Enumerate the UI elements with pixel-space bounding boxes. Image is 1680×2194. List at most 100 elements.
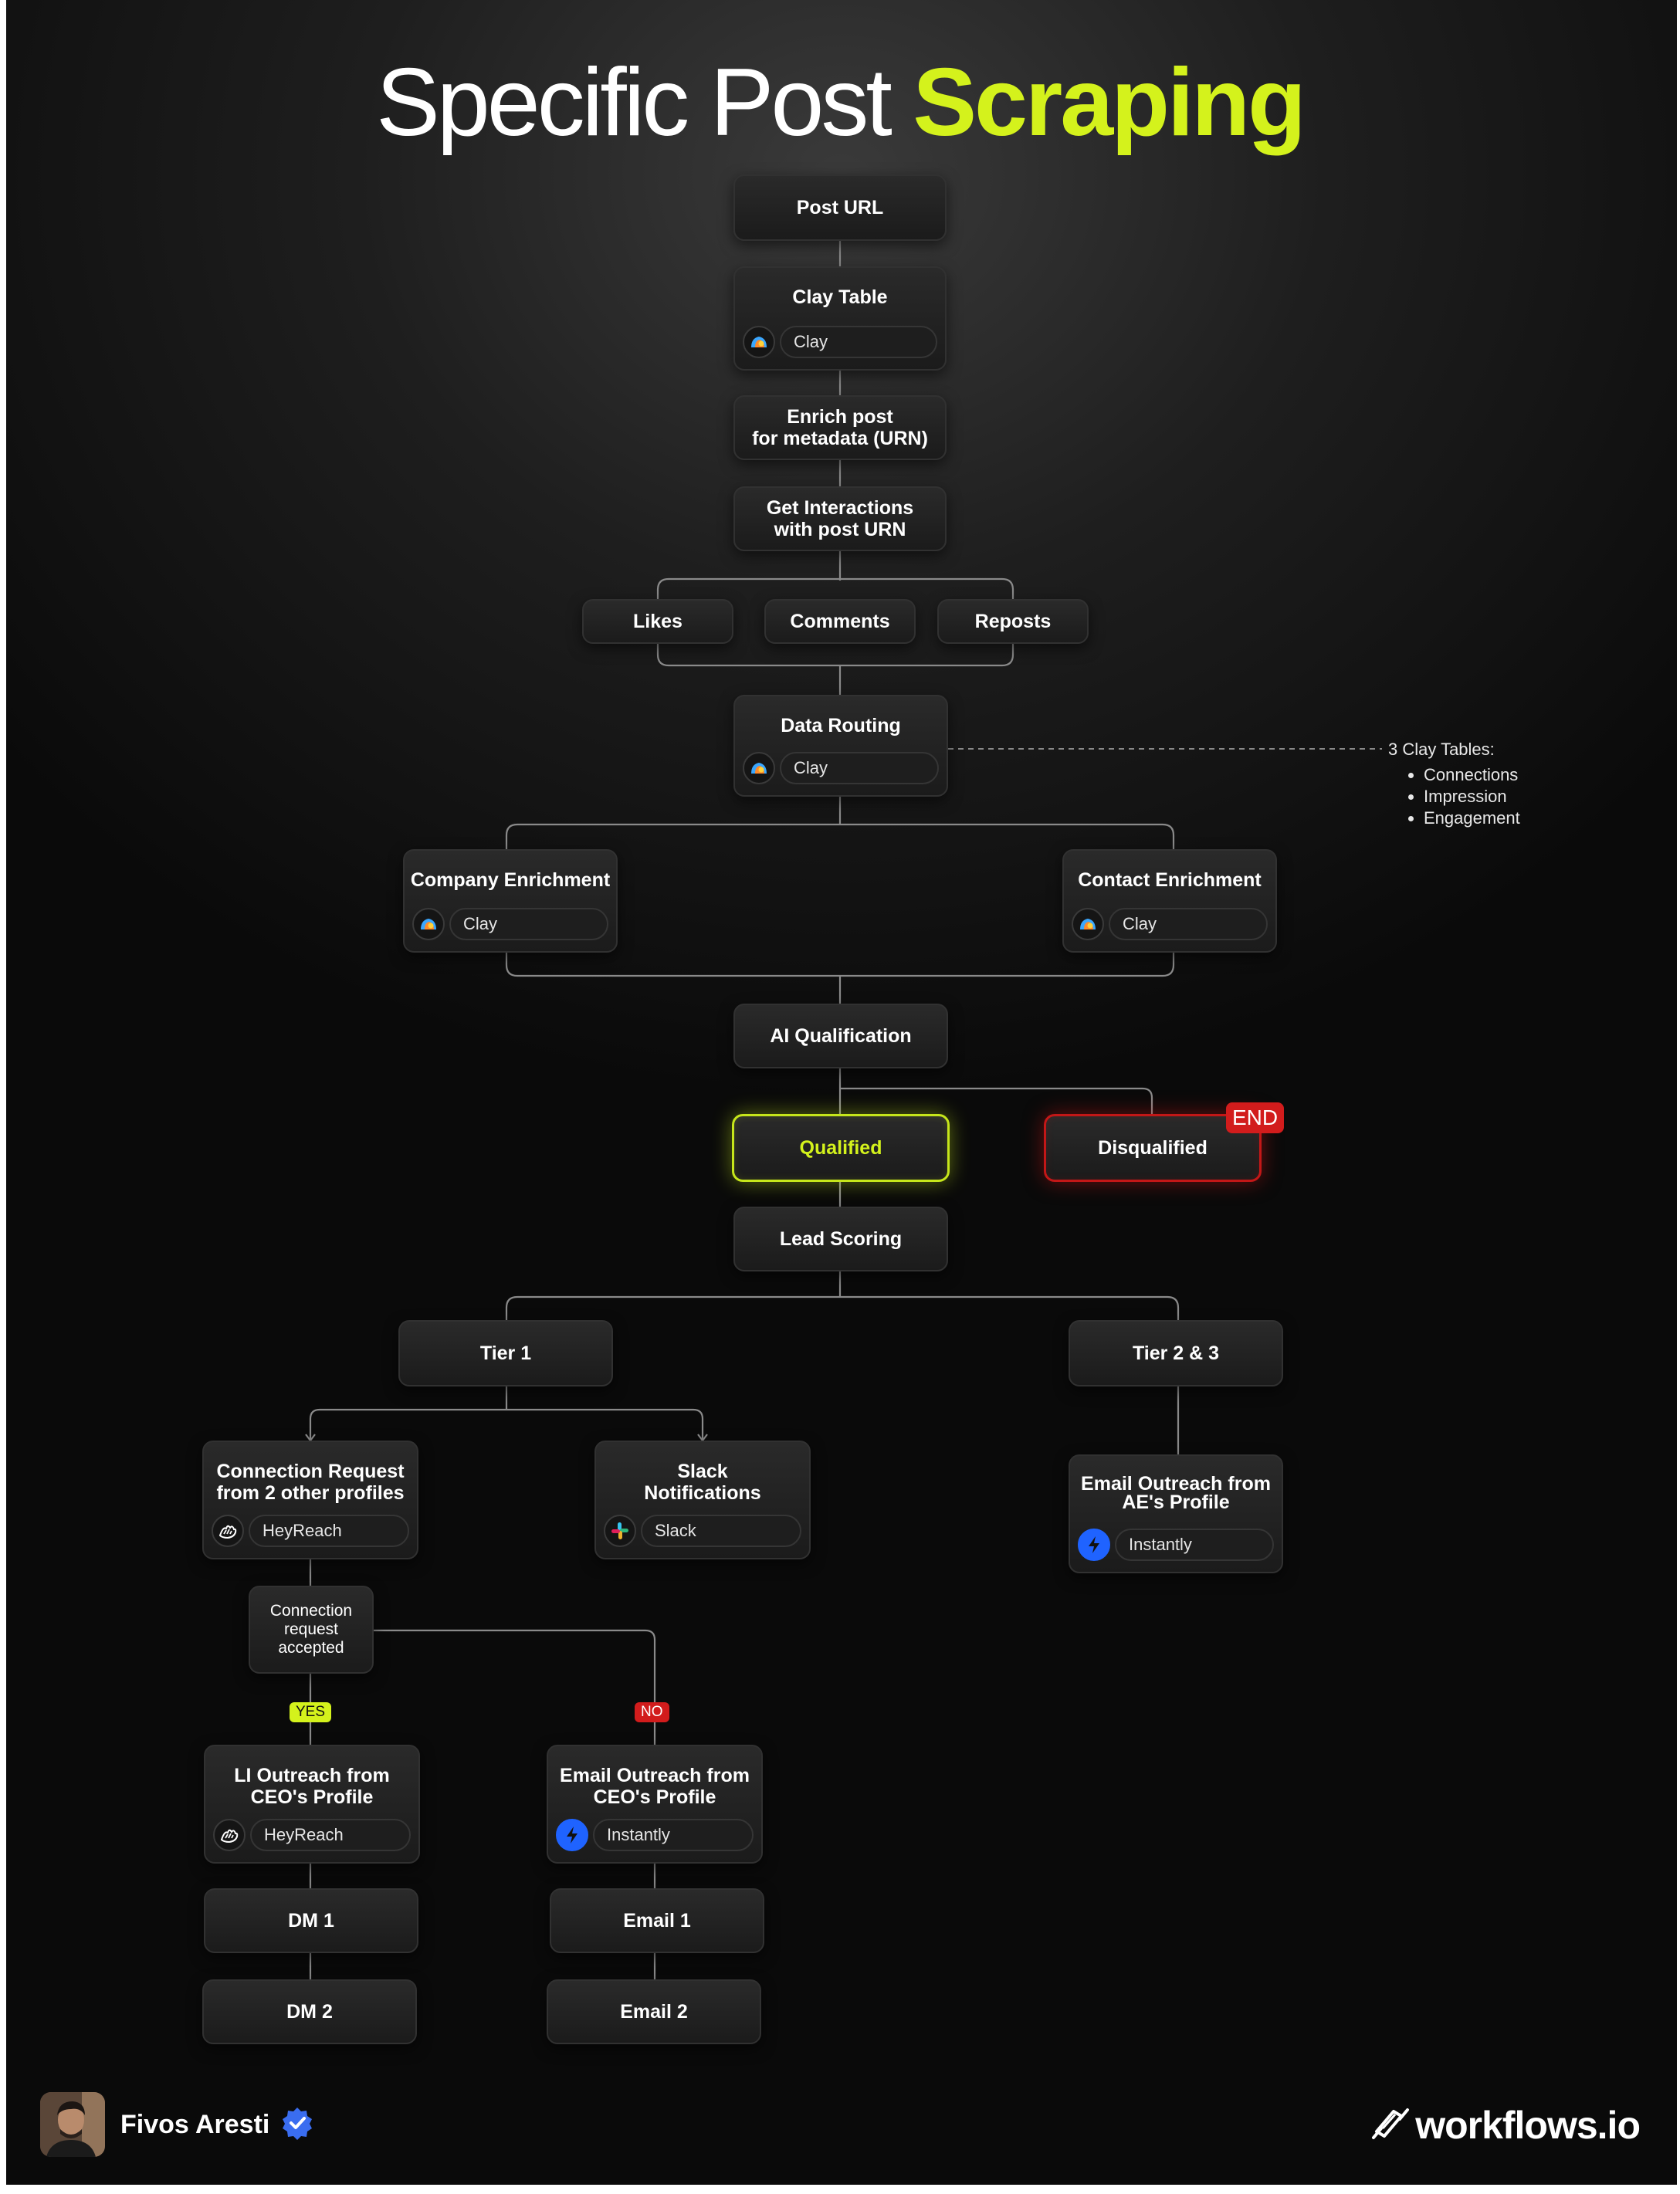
clay-tables-note: 3 Clay Tables: Connections Impression En… xyxy=(1388,738,1520,829)
tool-name: Clay xyxy=(780,326,937,358)
slack-logo-icon xyxy=(604,1515,636,1547)
node-email-2[interactable]: Email 2 xyxy=(547,1979,761,2044)
tool-chip: Clay xyxy=(412,906,608,942)
node-email-outreach-ceo[interactable]: Email Outreach from CEO's Profile Instan… xyxy=(547,1745,763,1864)
tool-name: Clay xyxy=(780,752,939,784)
tool-chip: Clay xyxy=(1072,906,1268,942)
edge-tier-bracket xyxy=(506,1297,1178,1320)
edge-enrichment-bracket-bottom xyxy=(506,953,1174,976)
edge-ai-disqualified xyxy=(840,1089,1152,1114)
node-label: Connection request accepted xyxy=(270,1602,352,1657)
node-label: Enrich post for metadata (URN) xyxy=(752,406,928,449)
heyreach-logo-icon xyxy=(213,1819,246,1851)
edge-interactions-bracket-top xyxy=(658,579,1013,599)
note-item: Connections xyxy=(1424,764,1520,786)
no-tag: NO xyxy=(635,1702,669,1722)
node-post-url[interactable]: Post URL xyxy=(733,174,947,241)
node-label: Tier 1 xyxy=(480,1342,531,1364)
node-contact-enrichment[interactable]: Contact Enrichment Clay xyxy=(1062,849,1277,953)
tool-chip: Instantly xyxy=(1078,1527,1274,1563)
brand-block: workflows.io xyxy=(1370,2098,1640,2152)
yes-tag: YES xyxy=(290,1702,331,1722)
page-title: Specific Post Scraping xyxy=(0,48,1680,157)
instantly-logo-icon xyxy=(1078,1529,1110,1561)
node-label: Slack Notifications xyxy=(596,1461,809,1504)
node-comments[interactable]: Comments xyxy=(764,599,916,644)
node-label: Disqualified xyxy=(1098,1137,1208,1159)
title-part-2: Scraping xyxy=(913,49,1304,156)
tool-name: Instantly xyxy=(1115,1529,1274,1561)
edge-interactions-bracket-bottom xyxy=(658,644,1013,665)
tool-name: Instantly xyxy=(593,1819,754,1851)
node-email-outreach-ae[interactable]: Email Outreach from AE's Profile Instant… xyxy=(1069,1454,1283,1573)
node-connection-request[interactable]: Connection Request from 2 other profiles… xyxy=(202,1441,418,1559)
node-tier-2-3[interactable]: Tier 2 & 3 xyxy=(1069,1320,1283,1386)
node-label: Email Outreach from AE's Profile xyxy=(1070,1475,1282,1512)
node-ai-qualification[interactable]: AI Qualification xyxy=(733,1004,948,1068)
node-label: Lead Scoring xyxy=(780,1228,902,1250)
brand-name: workflows.io xyxy=(1415,2103,1640,2148)
tool-chip: Clay xyxy=(743,750,939,786)
verified-badge-icon xyxy=(280,2106,314,2144)
node-enrich-post[interactable]: Enrich post for metadata (URN) xyxy=(733,395,947,460)
node-label: Reposts xyxy=(975,611,1052,632)
tool-name: HeyReach xyxy=(249,1515,409,1547)
node-label: Connection Request from 2 other profiles xyxy=(204,1461,417,1504)
node-label: Email 1 xyxy=(623,1910,691,1932)
node-label: Data Routing xyxy=(735,715,947,736)
tool-chip: HeyReach xyxy=(212,1513,409,1549)
node-lead-scoring[interactable]: Lead Scoring xyxy=(733,1207,948,1271)
node-tier-1[interactable]: Tier 1 xyxy=(398,1320,613,1386)
end-tag: END xyxy=(1226,1102,1284,1133)
node-label: Email Outreach from CEO's Profile xyxy=(548,1765,761,1808)
node-clay-table[interactable]: Clay Table Clay xyxy=(733,266,947,371)
node-slack-notifications[interactable]: Slack Notifications Slack xyxy=(594,1441,811,1559)
node-qualified[interactable]: Qualified xyxy=(732,1114,950,1182)
heyreach-logo-icon xyxy=(212,1515,244,1547)
avatar xyxy=(40,2092,105,2157)
node-label: LI Outreach from CEO's Profile xyxy=(205,1765,418,1808)
clay-logo-icon xyxy=(412,908,445,940)
clay-logo-icon xyxy=(1072,908,1104,940)
tool-chip: Instantly xyxy=(556,1817,754,1853)
edge-tier1-slack xyxy=(506,1410,703,1441)
node-dm-1[interactable]: DM 1 xyxy=(204,1888,418,1953)
node-label: Get Interactions with post URN xyxy=(767,497,913,540)
tool-chip: Slack xyxy=(604,1513,801,1549)
node-label: AI Qualification xyxy=(770,1025,911,1047)
edge-enrichment-bracket-top xyxy=(506,824,1174,849)
node-connection-accepted[interactable]: Connection request accepted xyxy=(249,1586,374,1674)
node-email-1[interactable]: Email 1 xyxy=(550,1888,764,1953)
instantly-logo-icon xyxy=(556,1819,588,1851)
node-label: Email 2 xyxy=(620,2001,688,2023)
node-company-enrichment[interactable]: Company Enrichment Clay xyxy=(403,849,618,953)
node-get-interactions[interactable]: Get Interactions with post URN xyxy=(733,486,947,551)
node-label: Clay Table xyxy=(735,286,945,308)
node-data-routing[interactable]: Data Routing Clay xyxy=(733,695,948,797)
node-label: Company Enrichment xyxy=(405,869,616,891)
note-heading: 3 Clay Tables: xyxy=(1388,738,1520,761)
node-label: Post URL xyxy=(797,197,884,218)
clay-logo-icon xyxy=(743,752,775,784)
tool-chip: Clay xyxy=(743,324,937,360)
node-li-outreach-ceo[interactable]: LI Outreach from CEO's Profile HeyReach xyxy=(204,1745,420,1864)
tool-name: Clay xyxy=(1109,908,1268,940)
node-label: DM 2 xyxy=(286,2001,333,2023)
node-label: Comments xyxy=(790,611,889,632)
clay-logo-icon xyxy=(743,326,775,358)
note-list: Connections Impression Engagement xyxy=(1388,764,1520,829)
node-label: Tier 2 & 3 xyxy=(1133,1342,1219,1364)
node-dm-2[interactable]: DM 2 xyxy=(202,1979,417,2044)
title-part-1: Specific Post xyxy=(376,49,889,156)
author-name: Fivos Aresti xyxy=(120,2110,269,2140)
node-label: DM 1 xyxy=(288,1910,334,1932)
author-block: Fivos Aresti xyxy=(40,2092,314,2157)
tool-name: Slack xyxy=(641,1515,801,1547)
node-label: Contact Enrichment xyxy=(1064,869,1275,891)
note-item: Impression xyxy=(1424,786,1520,808)
note-item: Engagement xyxy=(1424,808,1520,829)
node-likes[interactable]: Likes xyxy=(582,599,733,644)
node-reposts[interactable]: Reposts xyxy=(937,599,1089,644)
workflows-logo-icon xyxy=(1370,2104,1411,2148)
node-label: Likes xyxy=(633,611,682,632)
